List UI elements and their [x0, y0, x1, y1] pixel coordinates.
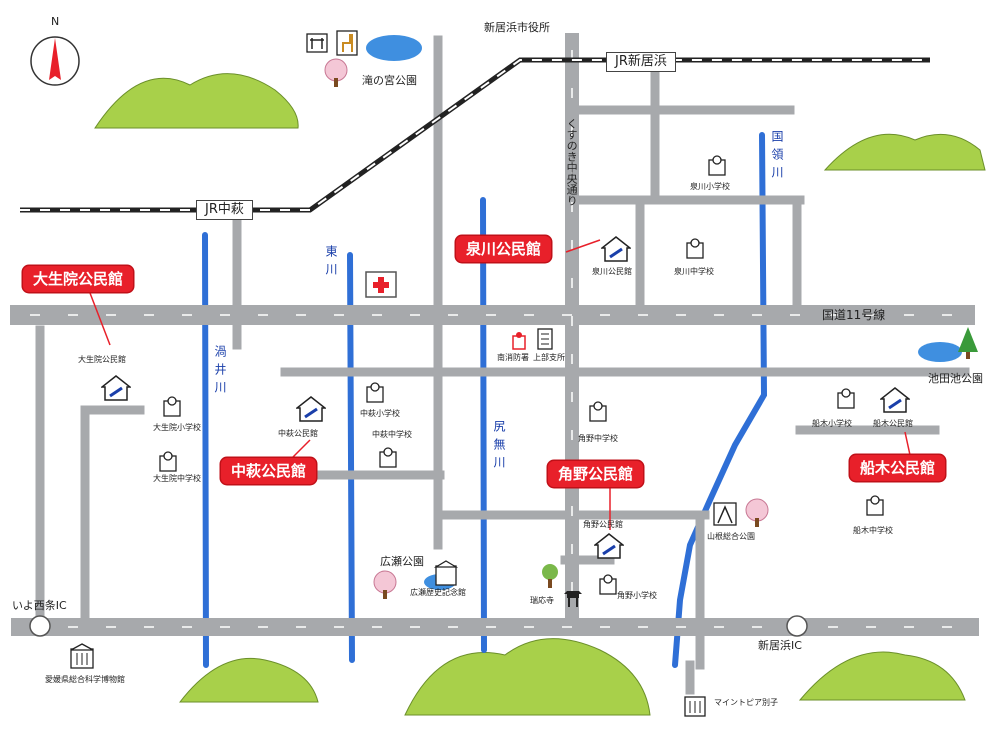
park-gate-icon: [306, 33, 328, 53]
pond-ikedaike: [918, 342, 962, 362]
callout-ojoin[interactable]: 大生院公民館: [23, 266, 134, 292]
label-mine-topia: マイントピア別子: [714, 698, 778, 707]
label-nakahagi-center: 中萩公民館: [278, 429, 318, 438]
compass-label: N: [51, 15, 60, 28]
pond-takinomiya: [366, 35, 422, 61]
label-hirose-park: 広瀬公園: [380, 555, 424, 568]
label-nakahagi-elem: 中萩小学校: [360, 409, 400, 418]
label-izumikawa-jhs: 泉川中学校: [674, 267, 714, 276]
label-science-museum: 愛媛県総合科学博物館: [45, 675, 125, 684]
community-center-icon: [880, 387, 910, 413]
label-izumikawa-elem: 泉川小学校: [690, 182, 730, 191]
temple-icon: [564, 591, 582, 607]
community-center-icon: [601, 236, 631, 262]
building-icon: [684, 696, 706, 717]
swing-icon: [713, 502, 737, 526]
ic-marker-iyo-saijo: [29, 615, 51, 637]
label-branch-office: 上部支所: [533, 353, 565, 362]
school-icon: [589, 401, 607, 422]
community-center-icon: [296, 396, 326, 422]
community-center-icon: [101, 375, 131, 401]
label-yamane-park: 山根総合公園: [707, 532, 755, 541]
hills: [94, 73, 986, 716]
label-hirose-museum: 広瀬歴史記念館: [410, 588, 466, 597]
office-building-icon: [537, 328, 553, 350]
lane-marks: [30, 50, 965, 628]
school-icon: [379, 447, 397, 468]
callout-sumino[interactable]: 角野公民館: [548, 461, 644, 487]
label-ikedaike-park: 池田池公園: [928, 372, 983, 385]
callout-funaki[interactable]: 船木公民館: [850, 455, 946, 481]
cherry-tree-icon: [324, 58, 348, 87]
station-jr-niihama[interactable]: JR新居浜: [606, 52, 676, 73]
school-icon: [708, 155, 726, 176]
river-label-uzui: 渦井川: [213, 345, 227, 399]
school-icon: [866, 495, 884, 516]
callout-izumikawa[interactable]: 泉川公民館: [456, 236, 552, 262]
river-label-kokuryo: 国領川: [770, 130, 784, 184]
river-label-shiri-nashi: 尻無川: [492, 420, 506, 474]
callout-nakahagi[interactable]: 中萩公民館: [221, 458, 317, 484]
label-funaki-center: 船木公民館: [873, 419, 913, 428]
label-nakahagi-jhs: 中萩中学校: [372, 430, 412, 439]
label-izumikawa-center: 泉川公民館: [592, 267, 632, 276]
label-city-hall: 新居浜市役所: [484, 21, 550, 34]
label-ojoin-jhs: 大生院中学校: [153, 474, 201, 483]
tree-icon: [542, 564, 558, 588]
road-label-national-11: 国道11号線: [822, 308, 886, 322]
school-icon: [159, 451, 177, 472]
school-icon: [837, 388, 855, 409]
school-icon: [163, 396, 181, 417]
school-icon: [366, 382, 384, 403]
label-zuiouji: 瑞応寺: [530, 596, 554, 605]
fire-station-icon: [512, 332, 526, 350]
cherry-tree-icon: [745, 498, 769, 527]
tree-icon: [958, 327, 978, 359]
giraffe-icon: [336, 30, 358, 56]
ic-label-niihama: 新居浜IC: [758, 639, 802, 652]
label-sumino-jhs: 角野中学校: [578, 434, 618, 443]
ic-marker-niihama: [786, 615, 808, 637]
river-label-higashi: 東川: [324, 245, 338, 281]
road-label-kusunoki: くすのき中央通り: [565, 118, 579, 206]
community-center-icon: [594, 533, 624, 559]
hospital-icon: [365, 271, 397, 298]
label-sumino-elem: 角野小学校: [617, 591, 657, 600]
museum-icon: [434, 560, 458, 586]
school-icon: [686, 238, 704, 259]
label-funaki-jhs: 船木中学校: [853, 526, 893, 535]
label-sumino-center: 角野公民館: [583, 520, 623, 529]
rivers: [202, 132, 768, 668]
cherry-tree-icon: [373, 570, 397, 599]
roads: [10, 33, 979, 695]
label-fire-station: 南消防署: [497, 353, 529, 362]
station-jr-nakahagi[interactable]: JR中萩: [196, 200, 253, 221]
label-funaki-elem: 船木小学校: [812, 419, 852, 428]
label-ojoin-elem: 大生院小学校: [153, 423, 201, 432]
compass-icon: [30, 36, 80, 86]
callout-pointers: [89, 239, 911, 530]
label-ojoin-center: 大生院公民館: [78, 355, 126, 364]
school-icon: [599, 574, 617, 595]
label-takinomiya-park: 滝の宮公園: [362, 74, 417, 87]
railway: [20, 57, 930, 213]
ic-label-iyo-saijo: いよ西条IC: [12, 599, 67, 612]
museum-icon: [70, 643, 94, 669]
